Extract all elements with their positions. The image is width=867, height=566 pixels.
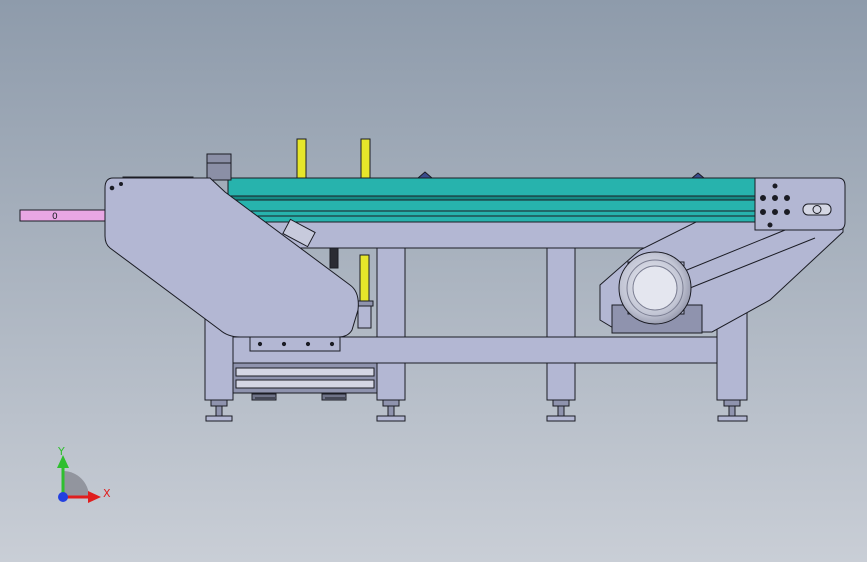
triad-quadrant (63, 471, 89, 497)
head-end-plate[interactable] (754, 177, 846, 231)
top-gear-block[interactable] (206, 153, 232, 181)
y-arrow-icon (57, 455, 69, 468)
conveyor-belt[interactable] (227, 177, 756, 223)
pusher-label: 0 (52, 212, 58, 222)
middle-leg[interactable] (546, 219, 576, 401)
bottom-subframe[interactable] (232, 362, 378, 401)
view-triad[interactable]: Y X (57, 445, 111, 503)
drive-motor[interactable] (611, 251, 703, 334)
infeed-lower-bracket (249, 336, 341, 352)
x-arrow-icon (88, 491, 101, 503)
z-axis-icon (58, 492, 68, 502)
belt-clip-1 (416, 171, 434, 179)
pusher-bar[interactable]: 0 (19, 209, 107, 222)
belt-clip-2 (690, 172, 706, 179)
y-axis-label: Y (57, 445, 65, 458)
tensioner-slot (802, 203, 832, 216)
x-axis-label: X (103, 487, 111, 500)
leveling-feet[interactable] (205, 399, 748, 422)
infeed-side-plate[interactable] (104, 177, 359, 338)
adjust-spring (329, 247, 339, 269)
